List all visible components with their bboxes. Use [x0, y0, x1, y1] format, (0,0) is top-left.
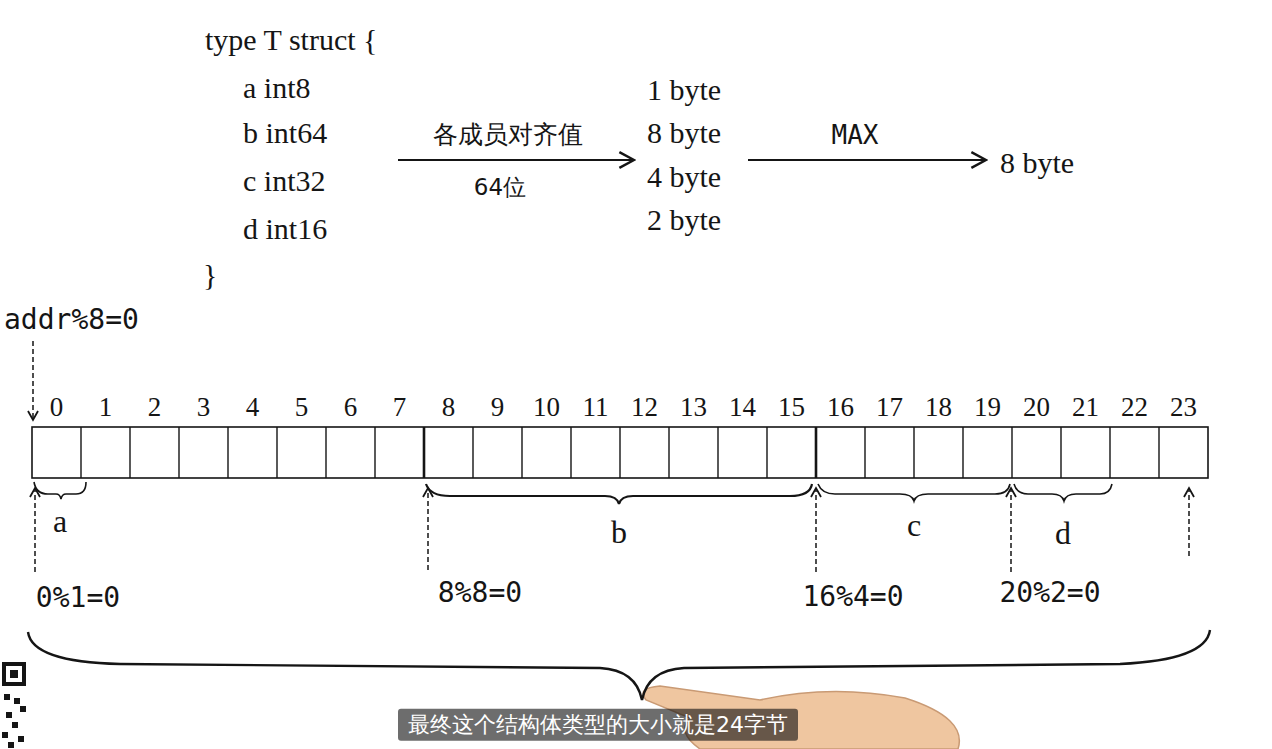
byte-offset: 9 — [491, 392, 505, 423]
offset-check: 16%4=0 — [802, 581, 903, 613]
byte-offset: 20 — [1023, 392, 1050, 423]
byte-offset: 4 — [246, 392, 260, 423]
struct-field: b int64 — [243, 116, 327, 151]
field-brace — [34, 482, 1112, 504]
struct-close: } — [203, 258, 217, 293]
video-subtitle: 最终这个结构体类型的大小就是24字节 — [398, 709, 798, 741]
address-arrow — [32, 341, 34, 420]
byte-offset: 23 — [1170, 392, 1197, 423]
byte-offset: 10 — [533, 392, 560, 423]
byte-offset: 6 — [344, 392, 358, 423]
struct-field: a int8 — [243, 71, 311, 106]
byte-offset: 3 — [197, 392, 211, 423]
byte-offset: 17 — [876, 392, 903, 423]
alignment-value: 2 byte — [647, 203, 721, 238]
byte-offset: 18 — [925, 392, 952, 423]
offset-check: 0%1=0 — [36, 582, 120, 614]
alignment-value: 4 byte — [647, 160, 721, 195]
struct-field: d int16 — [243, 212, 327, 247]
byte-offset: 22 — [1121, 392, 1148, 423]
byte-offset: 13 — [680, 392, 707, 423]
byte-offset: 7 — [393, 392, 407, 423]
arrow-label: 64位 — [474, 174, 526, 200]
byte-offset: 12 — [631, 392, 658, 423]
offset-arrow — [35, 488, 1189, 572]
struct-header: type T struct { — [205, 23, 377, 58]
field-name: b — [611, 514, 627, 551]
mapping-arrow — [398, 159, 634, 161]
field-name: a — [53, 503, 67, 540]
max-arrow — [748, 159, 986, 161]
offset-check: 20%2=0 — [999, 577, 1100, 609]
byte-offset: 21 — [1072, 392, 1099, 423]
alignment-value: 1 byte — [647, 73, 721, 108]
address-rule: addr%8=0 — [4, 304, 139, 336]
struct-field: c int32 — [243, 164, 326, 199]
memory-row — [32, 427, 1208, 478]
byte-offset: 1 — [99, 392, 113, 423]
field-name: c — [907, 507, 921, 544]
byte-offset: 19 — [974, 392, 1001, 423]
byte-offset: 5 — [295, 392, 309, 423]
byte-offset: 0 — [50, 392, 64, 423]
byte-offset: 11 — [583, 392, 609, 423]
qr-code — [2, 662, 26, 748]
byte-offset: 2 — [148, 392, 162, 423]
alignment-value: 8 byte — [647, 116, 721, 151]
arrow-label: 各成员对齐值 — [433, 121, 583, 150]
byte-offset: 8 — [442, 392, 456, 423]
arrow-label: MAX — [832, 121, 879, 151]
byte-offset: 16 — [827, 392, 854, 423]
byte-offset: 15 — [778, 392, 805, 423]
field-name: d — [1055, 515, 1071, 552]
offset-check: 8%8=0 — [438, 577, 522, 609]
byte-offset: 14 — [729, 392, 756, 423]
struct-alignment: 8 byte — [1000, 146, 1074, 181]
total-brace — [28, 630, 1210, 700]
